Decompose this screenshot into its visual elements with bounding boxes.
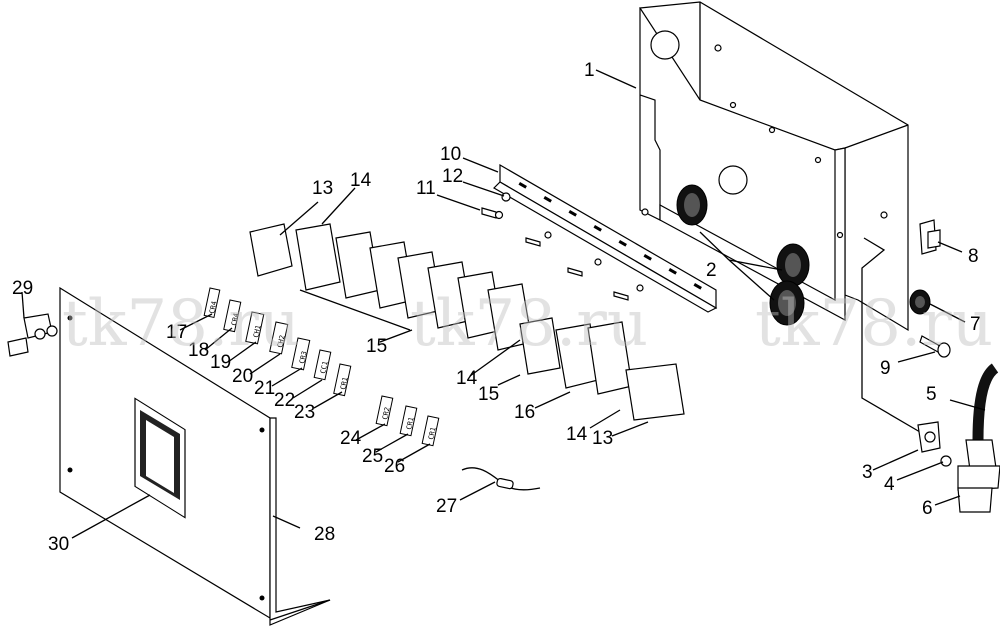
callout-14c: 14 — [566, 424, 588, 445]
tag-22 — [313, 349, 332, 381]
tag-19 — [245, 311, 265, 345]
callout-20: 20 — [232, 366, 253, 387]
tag-text-2: CH1 — [252, 324, 262, 338]
callout-14a: 14 — [350, 170, 372, 191]
tag-26 — [421, 415, 440, 447]
tag-text-5: CC1 — [319, 360, 329, 374]
tag-text-4: CR3 — [298, 350, 308, 364]
callout-2: 2 — [706, 260, 717, 281]
callout-6: 6 — [922, 498, 933, 519]
callout-22: 22 — [274, 390, 295, 411]
callout-1: 1 — [584, 60, 595, 81]
callout-3: 3 — [862, 462, 873, 483]
cover-hardware — [7, 313, 58, 357]
callout-30: 30 — [48, 534, 69, 555]
callout-26: 26 — [384, 456, 405, 477]
rail-slots — [518, 182, 702, 290]
leader-lines — [21, 69, 986, 539]
callout-11: 11 — [416, 178, 436, 199]
tag-25 — [399, 405, 418, 437]
callout-14b: 14 — [456, 368, 478, 389]
callout-5: 5 — [926, 384, 937, 405]
tag-24 — [375, 395, 394, 427]
callout-7: 7 — [970, 314, 981, 335]
callout-13a: 13 — [312, 178, 333, 199]
watermark-left: tk78.ru — [62, 287, 300, 361]
callout-15a: 15 — [366, 336, 387, 357]
tag-text-1: CR4 — [230, 312, 240, 326]
watermarks: tk78.ru tk78.ru tk78.ru — [62, 287, 993, 361]
tag-text-9: CR1 — [427, 426, 437, 440]
tag-texts: CR4 CR4 CH1 CH2 CR3 CC1 CR1 CR2 CR1 CR1 — [208, 300, 437, 440]
callout-10: 10 — [440, 144, 461, 165]
callout-15b: 15 — [478, 384, 499, 405]
callout-9: 9 — [880, 358, 891, 379]
tag-20 — [269, 321, 289, 355]
cover-panel — [59, 286, 331, 626]
callout-27: 27 — [436, 496, 457, 517]
callout-numbers: 1 2 3 4 5 6 7 8 9 10 11 12 13 14 15 14 1… — [12, 60, 981, 555]
tag-23 — [333, 363, 352, 397]
callout-28: 28 — [314, 524, 335, 545]
callout-25: 25 — [362, 446, 383, 467]
tag-17 — [203, 287, 221, 319]
grommets — [676, 184, 810, 326]
callout-19: 19 — [210, 352, 231, 373]
rail-screws — [481, 192, 644, 301]
callout-13b: 13 — [592, 428, 613, 449]
tag-text-3: CH2 — [276, 334, 286, 348]
inline-fuse — [461, 467, 541, 491]
tag-text-8: CR1 — [405, 416, 415, 430]
tag-text-0: CR4 — [208, 300, 218, 314]
callout-23: 23 — [294, 402, 315, 423]
enclosure-plate — [638, 1, 909, 332]
relay-row — [249, 223, 685, 421]
tag-21 — [291, 337, 311, 371]
callout-12: 12 — [442, 166, 463, 187]
callout-24: 24 — [340, 428, 362, 449]
watermark-right: tk78.ru — [755, 287, 993, 361]
callout-8: 8 — [968, 246, 979, 267]
small-hardware-right — [909, 219, 951, 358]
ground-wire-bracket — [861, 237, 952, 467]
din-rail — [493, 163, 718, 313]
tag-text-6: CR1 — [339, 376, 349, 390]
callout-18: 18 — [188, 340, 209, 361]
callout-29: 29 — [12, 278, 33, 299]
callout-21: 21 — [254, 378, 275, 399]
tag-text-7: CR2 — [381, 406, 391, 420]
callout-16: 16 — [514, 402, 535, 423]
callout-17: 17 — [166, 322, 187, 343]
callout-4: 4 — [884, 474, 895, 495]
cable-assembly — [957, 363, 1000, 513]
watermark-center: tk78.ru — [410, 287, 648, 361]
label-tags — [203, 287, 440, 447]
